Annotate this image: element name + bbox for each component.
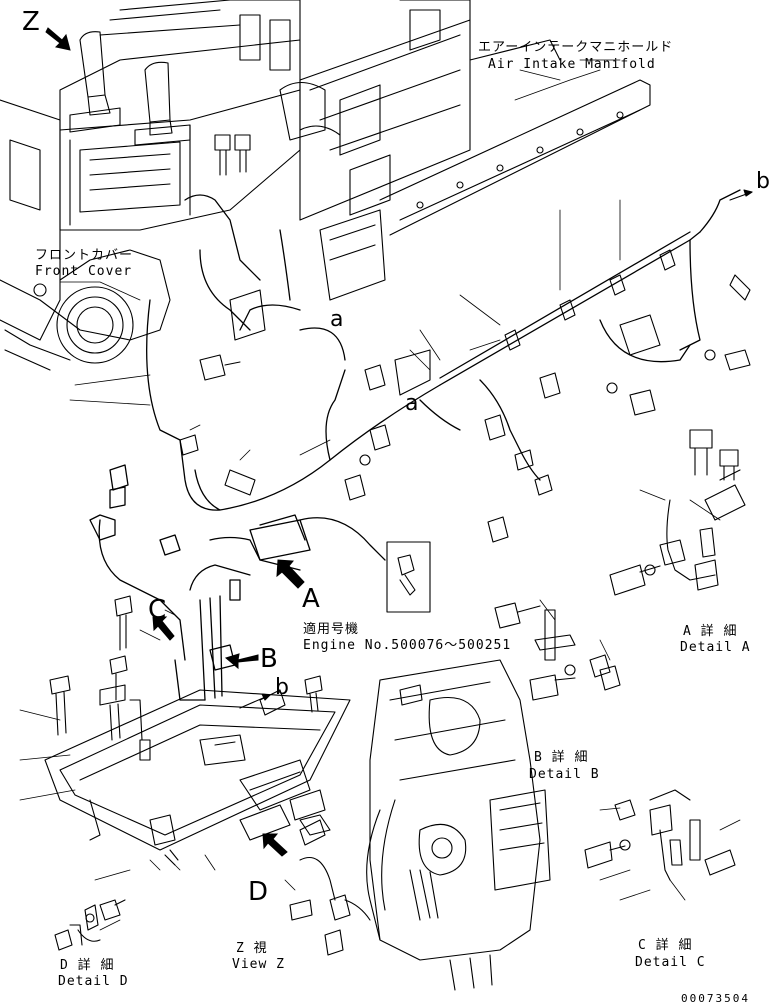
ref-letter-c: C	[148, 595, 167, 625]
ref-letter-b: B	[260, 644, 278, 674]
air-intake-manifold-label-jp: エアーインテークマニホールド	[478, 40, 674, 55]
arrow-b-icon	[224, 653, 259, 670]
oil-pan-frame	[44, 595, 351, 866]
view-z-drawing	[239, 659, 551, 991]
detail-d-label-en: Detail D	[58, 974, 129, 989]
front-cover-label-en: Front Cover	[35, 264, 133, 279]
detail-b-label-en: Detail B	[529, 767, 600, 782]
ref-letter-b-small-lower: b	[275, 675, 289, 700]
detail-d-drawing	[54, 899, 126, 951]
harness-clamps	[179, 249, 676, 471]
detail-a-label-en: Detail A	[680, 640, 751, 655]
detail-c-drawing	[584, 789, 736, 881]
arrow-c-icon	[152, 616, 175, 641]
main-harness	[146, 189, 741, 511]
b-arrow-top	[729, 189, 753, 201]
b-arrow-bottom	[239, 693, 271, 709]
exhaust-pipe-right	[144, 61, 171, 123]
engine-applicability-label-en: Engine No.500076～500251	[303, 638, 512, 653]
detail-b-label-jp: B 詳 細	[534, 750, 589, 765]
engine-block	[59, 0, 301, 231]
front-cover-label-jp: フロントカバー	[35, 248, 134, 263]
detail-a-drawing	[609, 429, 746, 596]
drawing-number: 00073504	[681, 992, 750, 1005]
ref-letter-d: D	[248, 877, 269, 907]
view-z-label-en: View Z	[232, 957, 285, 972]
detail-b-drawing	[494, 602, 621, 701]
front-cover	[0, 99, 171, 371]
air-intake-manifold-label-en: Air Intake Manifold	[488, 57, 656, 72]
ref-letter-a-small-lower: a	[405, 391, 419, 416]
engine-applicability-label-jp: 適用号機	[303, 622, 360, 637]
bolts	[199, 134, 751, 543]
leader-lines	[19, 59, 741, 931]
detail-c-label-jp: C 詳 細	[638, 938, 693, 953]
detail-a-label-jp: A 詳 細	[683, 624, 738, 639]
ref-letter-a: A	[302, 584, 320, 614]
ref-letter-z: Z	[22, 7, 40, 37]
detail-c-label-en: Detail C	[635, 955, 706, 970]
lower-harness	[89, 464, 386, 701]
intake-manifold	[279, 0, 651, 301]
detail-d-label-jp: D 詳 細	[60, 958, 115, 973]
connector-inset	[386, 541, 431, 613]
arrow-a-icon	[276, 559, 305, 589]
arrow-d-icon	[262, 833, 288, 857]
exhaust-pipe-left	[79, 31, 106, 98]
arrow-z-icon	[45, 27, 71, 51]
ref-letter-b-small-top: b	[756, 169, 770, 194]
ref-letter-a-small-top: a	[330, 307, 344, 332]
view-z-label-jp: Z 視	[236, 941, 268, 956]
